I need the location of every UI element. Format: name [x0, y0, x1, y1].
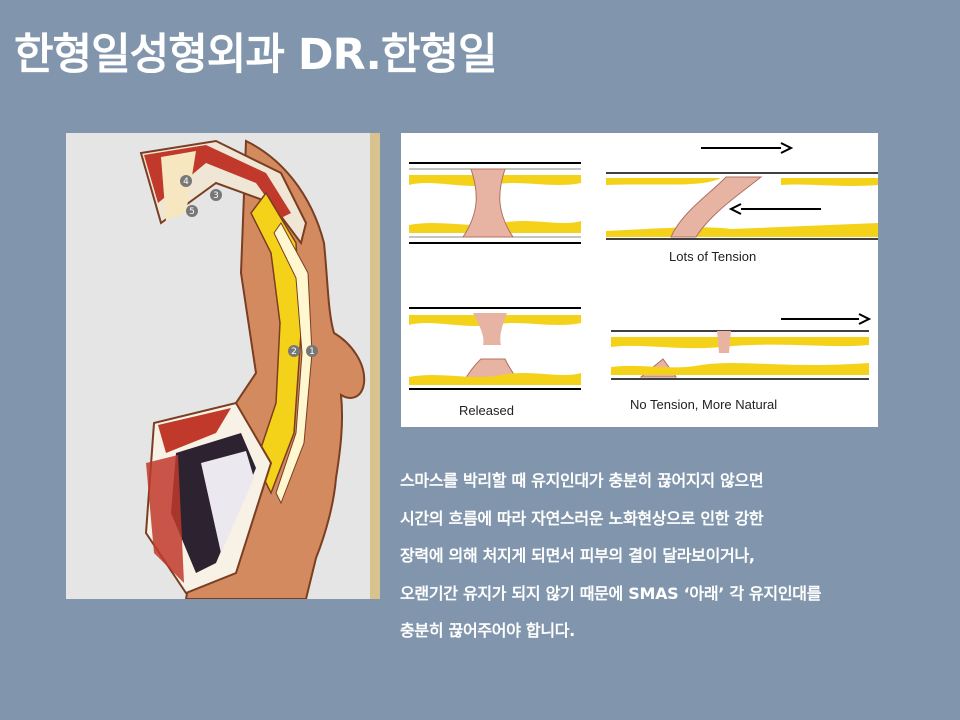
layer-marker-4: 4: [183, 177, 189, 187]
page-title: 한형일성형외과 DR.한형일: [14, 30, 498, 80]
layer-marker-5: 5: [189, 207, 195, 217]
layer-marker-1: 1: [309, 347, 315, 357]
layer-marker-3: 3: [213, 191, 219, 201]
description-line-3: 장력에 의해 처지게 되면서 피부의 결이 달라보이거나,: [400, 546, 755, 565]
description-line-5: 충분히 끊어주어야 합니다.: [400, 621, 575, 640]
ligament-tension-diagram: Lots of Tension Released No Tension, Mor…: [401, 133, 878, 427]
caption-lots-of-tension: Lots of Tension: [669, 249, 757, 264]
description-line-4: 오랜기간 유지가 되지 않기 때문에 SMAS ‘아래’ 각 유지인대를: [400, 583, 822, 603]
ligament-released-panel: [409, 307, 581, 390]
description-text: 스마스를 박리할 때 유지인대가 충분히 끊어지지 않으면 시간의 흐름에 따라…: [400, 462, 956, 650]
layer-marker-2: 2: [291, 347, 297, 357]
ligament-intact-panel: [409, 162, 581, 244]
description-line-1: 스마스를 박리할 때 유지인대가 충분히 끊어지지 않으면: [400, 471, 764, 490]
ligament-tension-panel: [606, 142, 878, 240]
caption-released: Released: [459, 403, 514, 418]
description-line-2: 시간의 흐름에 따라 자연스러운 노화현상으로 인한 강한: [400, 508, 764, 528]
face-layers-illustration: 4 3 5 1 2: [66, 133, 380, 599]
ligament-natural-panel: [611, 313, 872, 380]
caption-no-tension: No Tension, More Natural: [630, 397, 778, 412]
